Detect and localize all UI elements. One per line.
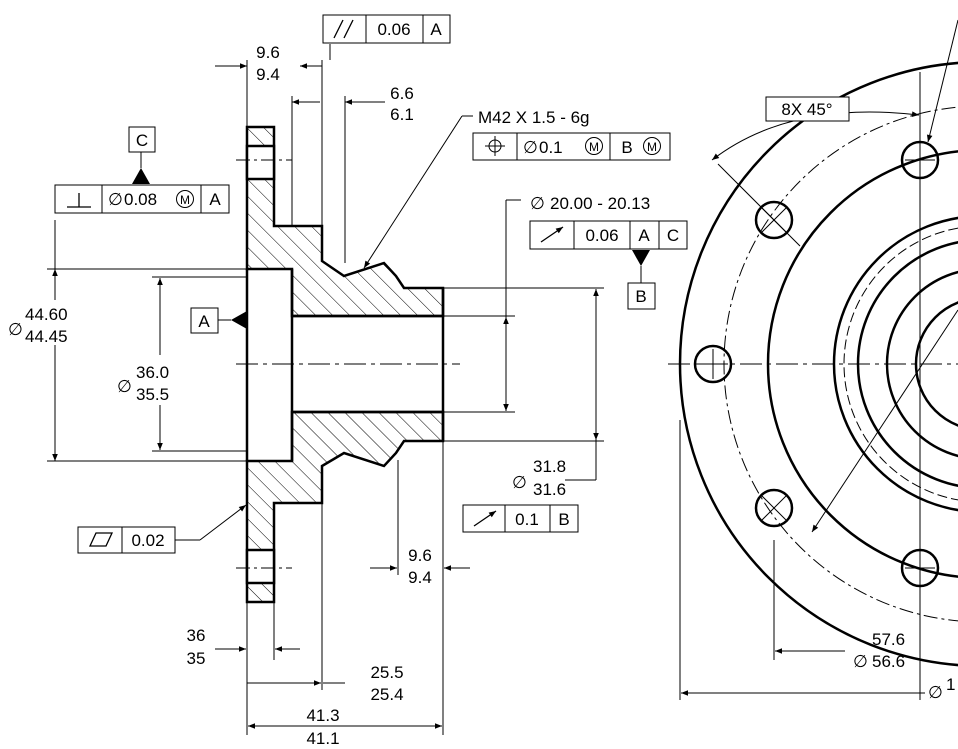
holes-callout-box [765,96,850,122]
flatness-icon [88,532,114,547]
fcf-perpendicularity: ∅ 0.08 M A [54,184,230,214]
bolt-hole-end-2 [754,200,794,240]
datum-a-triangle [231,311,247,329]
svg-text:25.4: 25.4 [370,685,403,704]
svg-text:∅: ∅ [8,320,23,339]
svg-text:9.4: 9.4 [408,568,432,587]
svg-text:0.06: 0.06 [377,20,410,39]
fcf-position: ∅ 0.1 M B M [472,132,671,161]
svg-text:A: A [638,226,650,245]
datum-b-box [627,282,656,310]
svg-text:44.45: 44.45 [25,327,68,346]
svg-text:6.6: 6.6 [390,84,414,103]
bolt-hole-section-top [245,144,276,181]
svg-text:31.8: 31.8 [533,457,566,476]
svg-text:44.60: 44.60 [25,305,68,324]
holes-callout: 8X 45° [781,100,832,119]
svg-text:∅: ∅ [853,652,868,671]
fcf-runout-top: 0.06 A C [529,220,688,250]
svg-text:20.00 - 20.13: 20.00 - 20.13 [550,194,650,213]
svg-text:6.1: 6.1 [390,105,414,124]
datum-b-label: B [635,287,646,306]
fcf-flatness: 0.02 [77,526,176,554]
mmc-modifier-icon [176,190,194,208]
svg-text:∅: ∅ [530,194,545,213]
svg-text:9.6: 9.6 [408,546,432,565]
datum-c-box [128,126,156,153]
svg-text:0.06: 0.06 [585,226,618,245]
end-view [668,19,958,700]
svg-text:A: A [430,20,442,39]
dimension-lines [47,44,604,735]
svg-text:36.0: 36.0 [136,363,169,382]
svg-text:57.6: 57.6 [872,630,905,649]
datum-a-box [190,307,219,334]
svg-text:36: 36 [187,626,206,645]
svg-text:25.5: 25.5 [370,663,403,682]
thread-callout: M42 X 1.5 - 6g [478,108,590,127]
svg-text:0.08: 0.08 [124,190,157,209]
svg-text:56.6: 56.6 [872,652,905,671]
svg-text:∅: ∅ [117,377,132,396]
svg-text:1: 1 [946,675,955,694]
bolt-hole-end-4 [754,488,794,528]
svg-text:35.5: 35.5 [136,385,169,404]
svg-text:M: M [589,140,599,154]
diameter-symbol: ∅ [108,190,123,209]
svg-text:41.3: 41.3 [306,706,339,725]
svg-text:∅: ∅ [928,683,943,702]
svg-text:∅: ∅ [512,473,527,492]
fcf-parallelism: 0.06 A [322,14,451,44]
runout-icon [540,226,564,243]
datum-a-label: A [198,312,210,331]
svg-text:A: A [209,190,221,209]
svg-text:∅: ∅ [523,138,538,157]
svg-text:0.1: 0.1 [515,510,539,529]
svg-text:0.02: 0.02 [131,531,164,550]
svg-text:41.1: 41.1 [306,729,339,748]
section-view [236,125,460,604]
svg-text:M: M [647,140,657,154]
bolt-hole-section-bottom [245,548,276,585]
svg-text:C: C [667,226,679,245]
svg-text:9.6: 9.6 [256,43,280,62]
fcf-runout-bottom: 0.1 B [462,504,579,533]
svg-text:M: M [180,193,190,207]
parallelism-icon [333,19,344,39]
svg-text:31.6: 31.6 [533,480,566,499]
svg-text:0.1: 0.1 [539,138,563,157]
datum-c-label: C [136,131,148,150]
svg-text:9.4: 9.4 [256,65,280,84]
svg-text:B: B [621,138,632,157]
datum-b-triangle [632,250,650,266]
datum-c-triangle [132,168,150,184]
svg-text:B: B [558,510,569,529]
dimension-text: 9.6 9.4 6.6 6.1 M42 X 1.5 - 6g ∅ 44.60 4… [8,43,955,748]
svg-text:35: 35 [187,649,206,668]
